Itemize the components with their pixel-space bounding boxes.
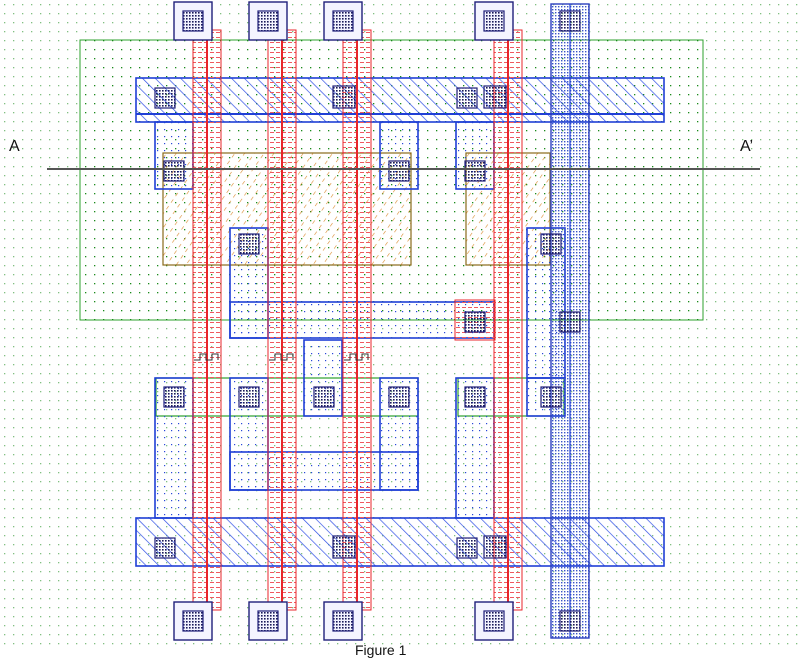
section-label-a-prime: A’ — [740, 138, 754, 155]
contacts — [154, 10, 581, 632]
poly-gates — [192, 29, 523, 611]
section-label-a: A — [9, 138, 20, 155]
pin-pads — [173, 1, 514, 641]
transistor-marks — [194, 353, 369, 361]
figure-caption: Figure 1 — [355, 642, 407, 658]
